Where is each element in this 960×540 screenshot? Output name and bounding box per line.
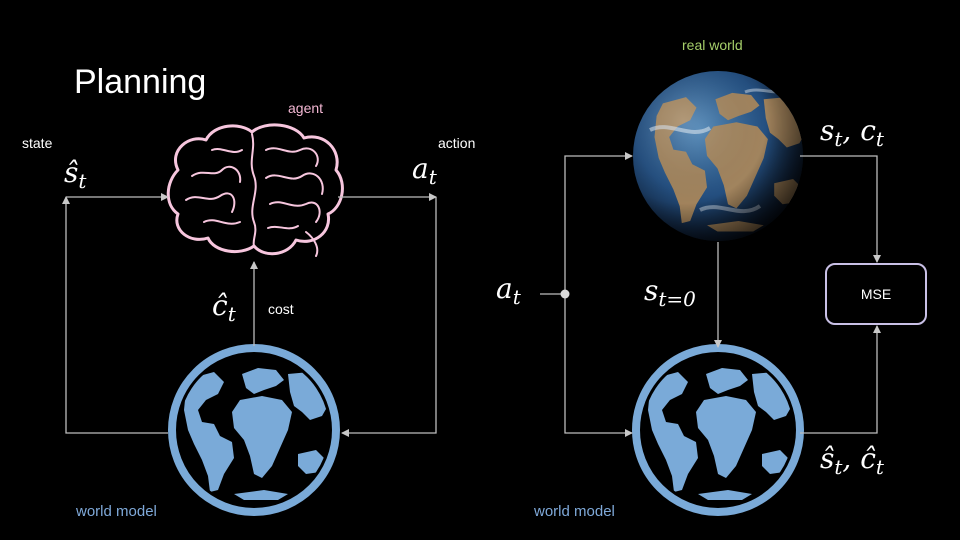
mse-label: MSE [861, 286, 891, 302]
initial-state-variable: st=0 [644, 274, 696, 311]
predicted-output-to-mse-arrow [800, 325, 881, 434]
state-label: state [22, 135, 53, 151]
slide-title: Planning [74, 63, 206, 101]
action-variable: at [412, 152, 438, 189]
real-world-earth-icon [633, 71, 803, 241]
world-model-to-state-arrow [62, 196, 168, 434]
cost-label: cost [268, 301, 294, 317]
right-world-model-globe-icon [632, 344, 804, 516]
action-to-real-world-arrow [564, 152, 633, 294]
real-state-cost-variable: st, ct [820, 114, 885, 151]
agent-label: agent [288, 100, 323, 116]
real-world-label: real world [682, 37, 743, 53]
state-variable: ŝt [64, 156, 87, 193]
predicted-state-cost-variable: ŝt, ĉt [820, 442, 885, 479]
brain-icon [166, 123, 344, 257]
cost-variable: ĉt [212, 289, 237, 326]
action-to-world-model-arrow [564, 294, 633, 437]
world-model-globe-icon [168, 344, 340, 516]
real-output-to-mse-arrow [800, 155, 881, 263]
right-world-model-label: world model [533, 503, 615, 520]
action-to-world-model-arrow [341, 197, 437, 437]
mse-box [825, 263, 927, 325]
right-action-variable: at [496, 272, 522, 309]
left-connectors [62, 193, 437, 437]
left-world-model-label: world model [75, 503, 157, 520]
branch-junction-dot [560, 289, 570, 299]
action-label: action [438, 135, 475, 151]
